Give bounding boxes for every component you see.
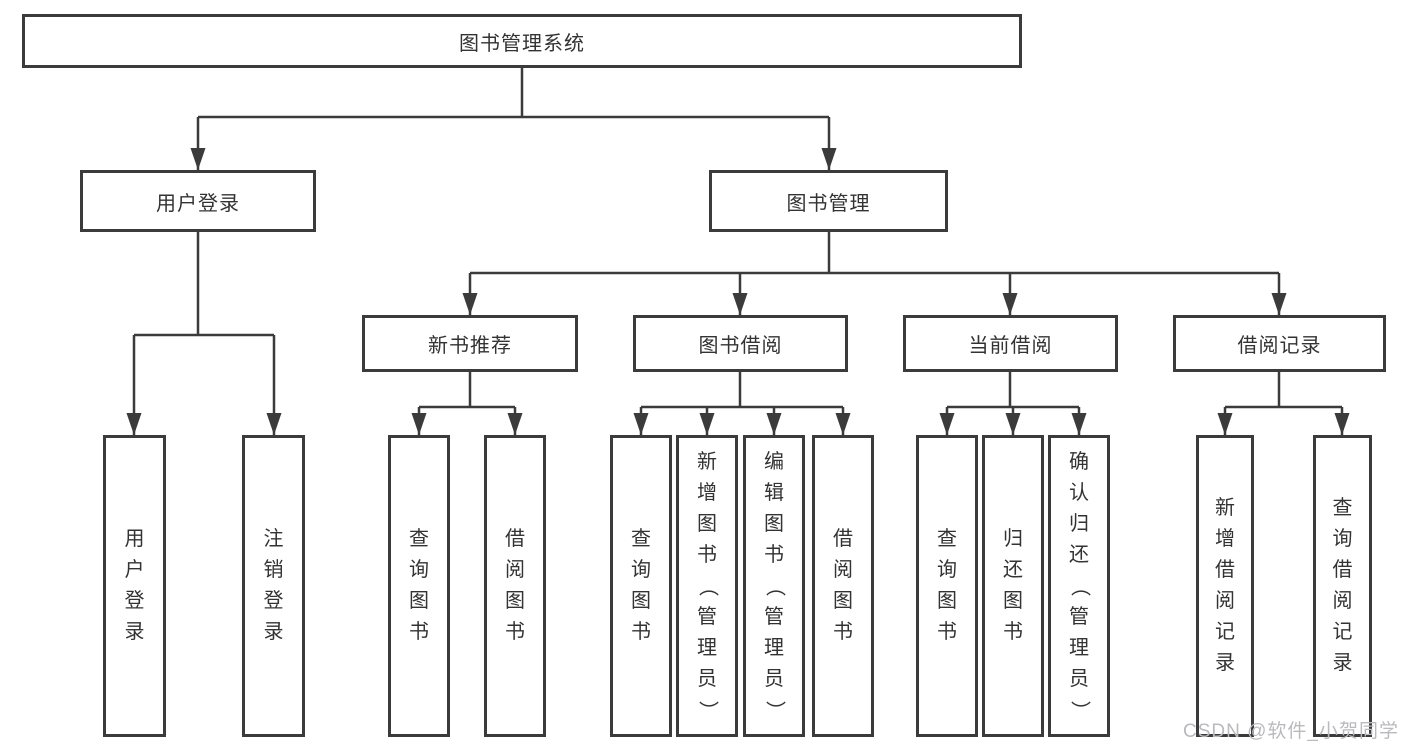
node-current-borrow: 当前借阅 (903, 315, 1118, 372)
leaf-confirm-return-admin: 确认归还（管理员） (1048, 435, 1110, 737)
leaf-query-borrow-record: 查询借阅记录 (1313, 435, 1372, 737)
leaf-logout: 注销登录 (242, 435, 305, 737)
csdn-watermark: CSDN @软件_小贺同学 (1183, 721, 1399, 742)
node-book-management-module: 图书管理 (709, 170, 948, 232)
leaf-borrow-book-recommend: 借阅图书 (484, 435, 546, 737)
node-root-system: 图书管理系统 (22, 14, 1022, 68)
leaf-user-login: 用户登录 (103, 435, 166, 737)
leaf-borrow-book: 借阅图书 (812, 435, 874, 737)
leaf-edit-book-admin: 编辑图书（管理员） (743, 435, 805, 737)
leaf-query-book-current: 查询图书 (916, 435, 978, 737)
leaf-add-borrow-record: 新增借阅记录 (1196, 435, 1254, 737)
node-user-login-module: 用户登录 (80, 170, 316, 232)
leaf-query-book-recommend: 查询图书 (388, 435, 450, 737)
node-borrow-records: 借阅记录 (1173, 315, 1386, 372)
leaf-query-book-borrow: 查询图书 (610, 435, 672, 737)
leaf-add-book-admin: 新增图书（管理员） (676, 435, 738, 737)
node-new-book-recommend: 新书推荐 (362, 315, 578, 372)
leaf-return-book: 归还图书 (982, 435, 1044, 737)
node-book-borrow: 图书借阅 (633, 315, 848, 372)
